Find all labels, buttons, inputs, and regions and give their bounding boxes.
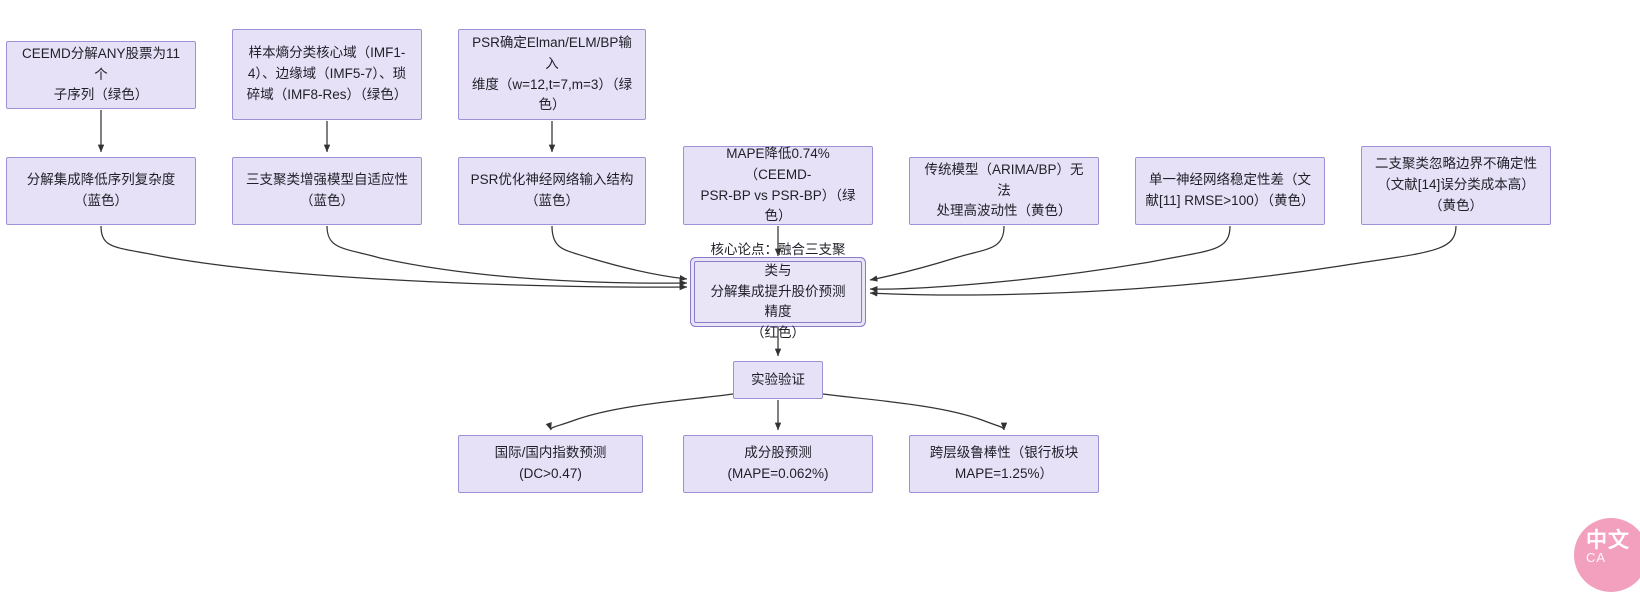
node-experiment-validation-label: 实验验证 (751, 371, 805, 387)
node-ceemd-decompose-label: CEEMD分解ANY股票为11个 子序列（绿色） (21, 45, 181, 103)
node-index-forecast[interactable]: 国际/国内指数预测 (DC>0.47) (458, 435, 643, 493)
edge-threeway-to-core (326, 225, 688, 287)
node-three-way-adaptive[interactable]: 三支聚类增强模型自适应性 （蓝色） (232, 157, 422, 225)
node-experiment-validation[interactable]: 实验验证 (733, 361, 823, 399)
node-core-thesis[interactable]: 核心论点：融合三支聚类与 分解集成提升股价预测精度 （红色） (694, 242, 862, 340)
watermark-badge: 中文 CA (1574, 518, 1640, 592)
node-single-nn-instability[interactable]: 单一神经网络稳定性差（文 献[11] RMSE>100）（黄色） (1135, 157, 1325, 225)
watermark-cn-text: 中文 (1586, 529, 1630, 552)
node-two-way-boundary-label: 二支聚类忽略边界不确定性 （文献[14]误分类成本高） （黄色） (1375, 156, 1537, 213)
node-single-nn-instability-label: 单一神经网络稳定性差（文 献[11] RMSE>100）（黄色） (1145, 172, 1315, 208)
node-mape-reduction-label: MAPE降低0.74%（CEEMD- PSR-BP vs PSR-BP）（绿 色… (700, 145, 856, 224)
node-cross-level-robustness[interactable]: 跨层级鲁棒性（银行板块 MAPE=1.25%） (909, 435, 1099, 493)
node-index-forecast-label: 国际/国内指数预测 (DC>0.47) (494, 445, 607, 481)
node-three-way-adaptive-label: 三支聚类增强模型自适应性 （蓝色） (246, 172, 408, 208)
node-psr-optimize-nn-label: PSR优化神经网络输入结构 （蓝色） (470, 172, 634, 208)
node-constituent-forecast[interactable]: 成分股预测 (MAPE=0.062%) (683, 435, 873, 493)
edge-validation-to-index (545, 393, 734, 431)
node-psr-input-dim-label: PSR确定Elman/ELM/BP输入 维度（w=12,t=7,m=3）（绿 色… (471, 34, 633, 113)
flowchart-canvas: CEEMD分解ANY股票为11个 子序列（绿色） 样本熵分类核心域（IMF1- … (6, 29, 1640, 592)
node-psr-input-dim[interactable]: PSR确定Elman/ELM/BP输入 维度（w=12,t=7,m=3）（绿 色… (458, 29, 646, 120)
node-ceemd-decompose[interactable]: CEEMD分解ANY股票为11个 子序列（绿色） (6, 41, 196, 109)
node-constituent-forecast-label: 成分股预测 (MAPE=0.062%) (727, 445, 829, 481)
node-psr-optimize-nn[interactable]: PSR优化神经网络输入结构 （蓝色） (458, 157, 646, 225)
watermark-en-text: CA (1586, 550, 1607, 565)
node-traditional-model-limit-label: 传统模型（ARIMA/BP）无法 处理高波动性（黄色） (924, 161, 1084, 219)
edge-psropt-to-core (551, 225, 688, 282)
edge-singlenn-to-core (869, 225, 1231, 293)
edge-validation-to-robustness (822, 393, 1008, 431)
edge-decomp-to-core (100, 225, 688, 291)
node-sample-entropy[interactable]: 样本熵分类核心域（IMF1- 4）、边缘域（IMF5-7）、琐 碎域（IMF8-… (232, 29, 422, 120)
node-decomp-reduce-complexity[interactable]: 分解集成降低序列复杂度 （蓝色） (6, 157, 196, 225)
node-two-way-boundary[interactable]: 二支聚类忽略边界不确定性 （文献[14]误分类成本高） （黄色） (1361, 146, 1551, 225)
node-traditional-model-limit[interactable]: 传统模型（ARIMA/BP）无法 处理高波动性（黄色） (909, 157, 1099, 225)
edge-traditional-to-core (869, 225, 1005, 282)
edge-twoway-to-core (869, 225, 1457, 297)
node-sample-entropy-label: 样本熵分类核心域（IMF1- 4）、边缘域（IMF5-7）、琐 碎域（IMF8-… (246, 45, 408, 102)
node-mape-reduction[interactable]: MAPE降低0.74%（CEEMD- PSR-BP vs PSR-BP）（绿 色… (683, 146, 873, 225)
node-core-thesis-label: 核心论点：融合三支聚类与 分解集成提升股价预测精度 （红色） (710, 241, 846, 341)
node-cross-level-robustness-label: 跨层级鲁棒性（银行板块 MAPE=1.25%） (929, 445, 1079, 481)
node-decomp-reduce-complexity-label: 分解集成降低序列复杂度 （蓝色） (26, 172, 176, 208)
